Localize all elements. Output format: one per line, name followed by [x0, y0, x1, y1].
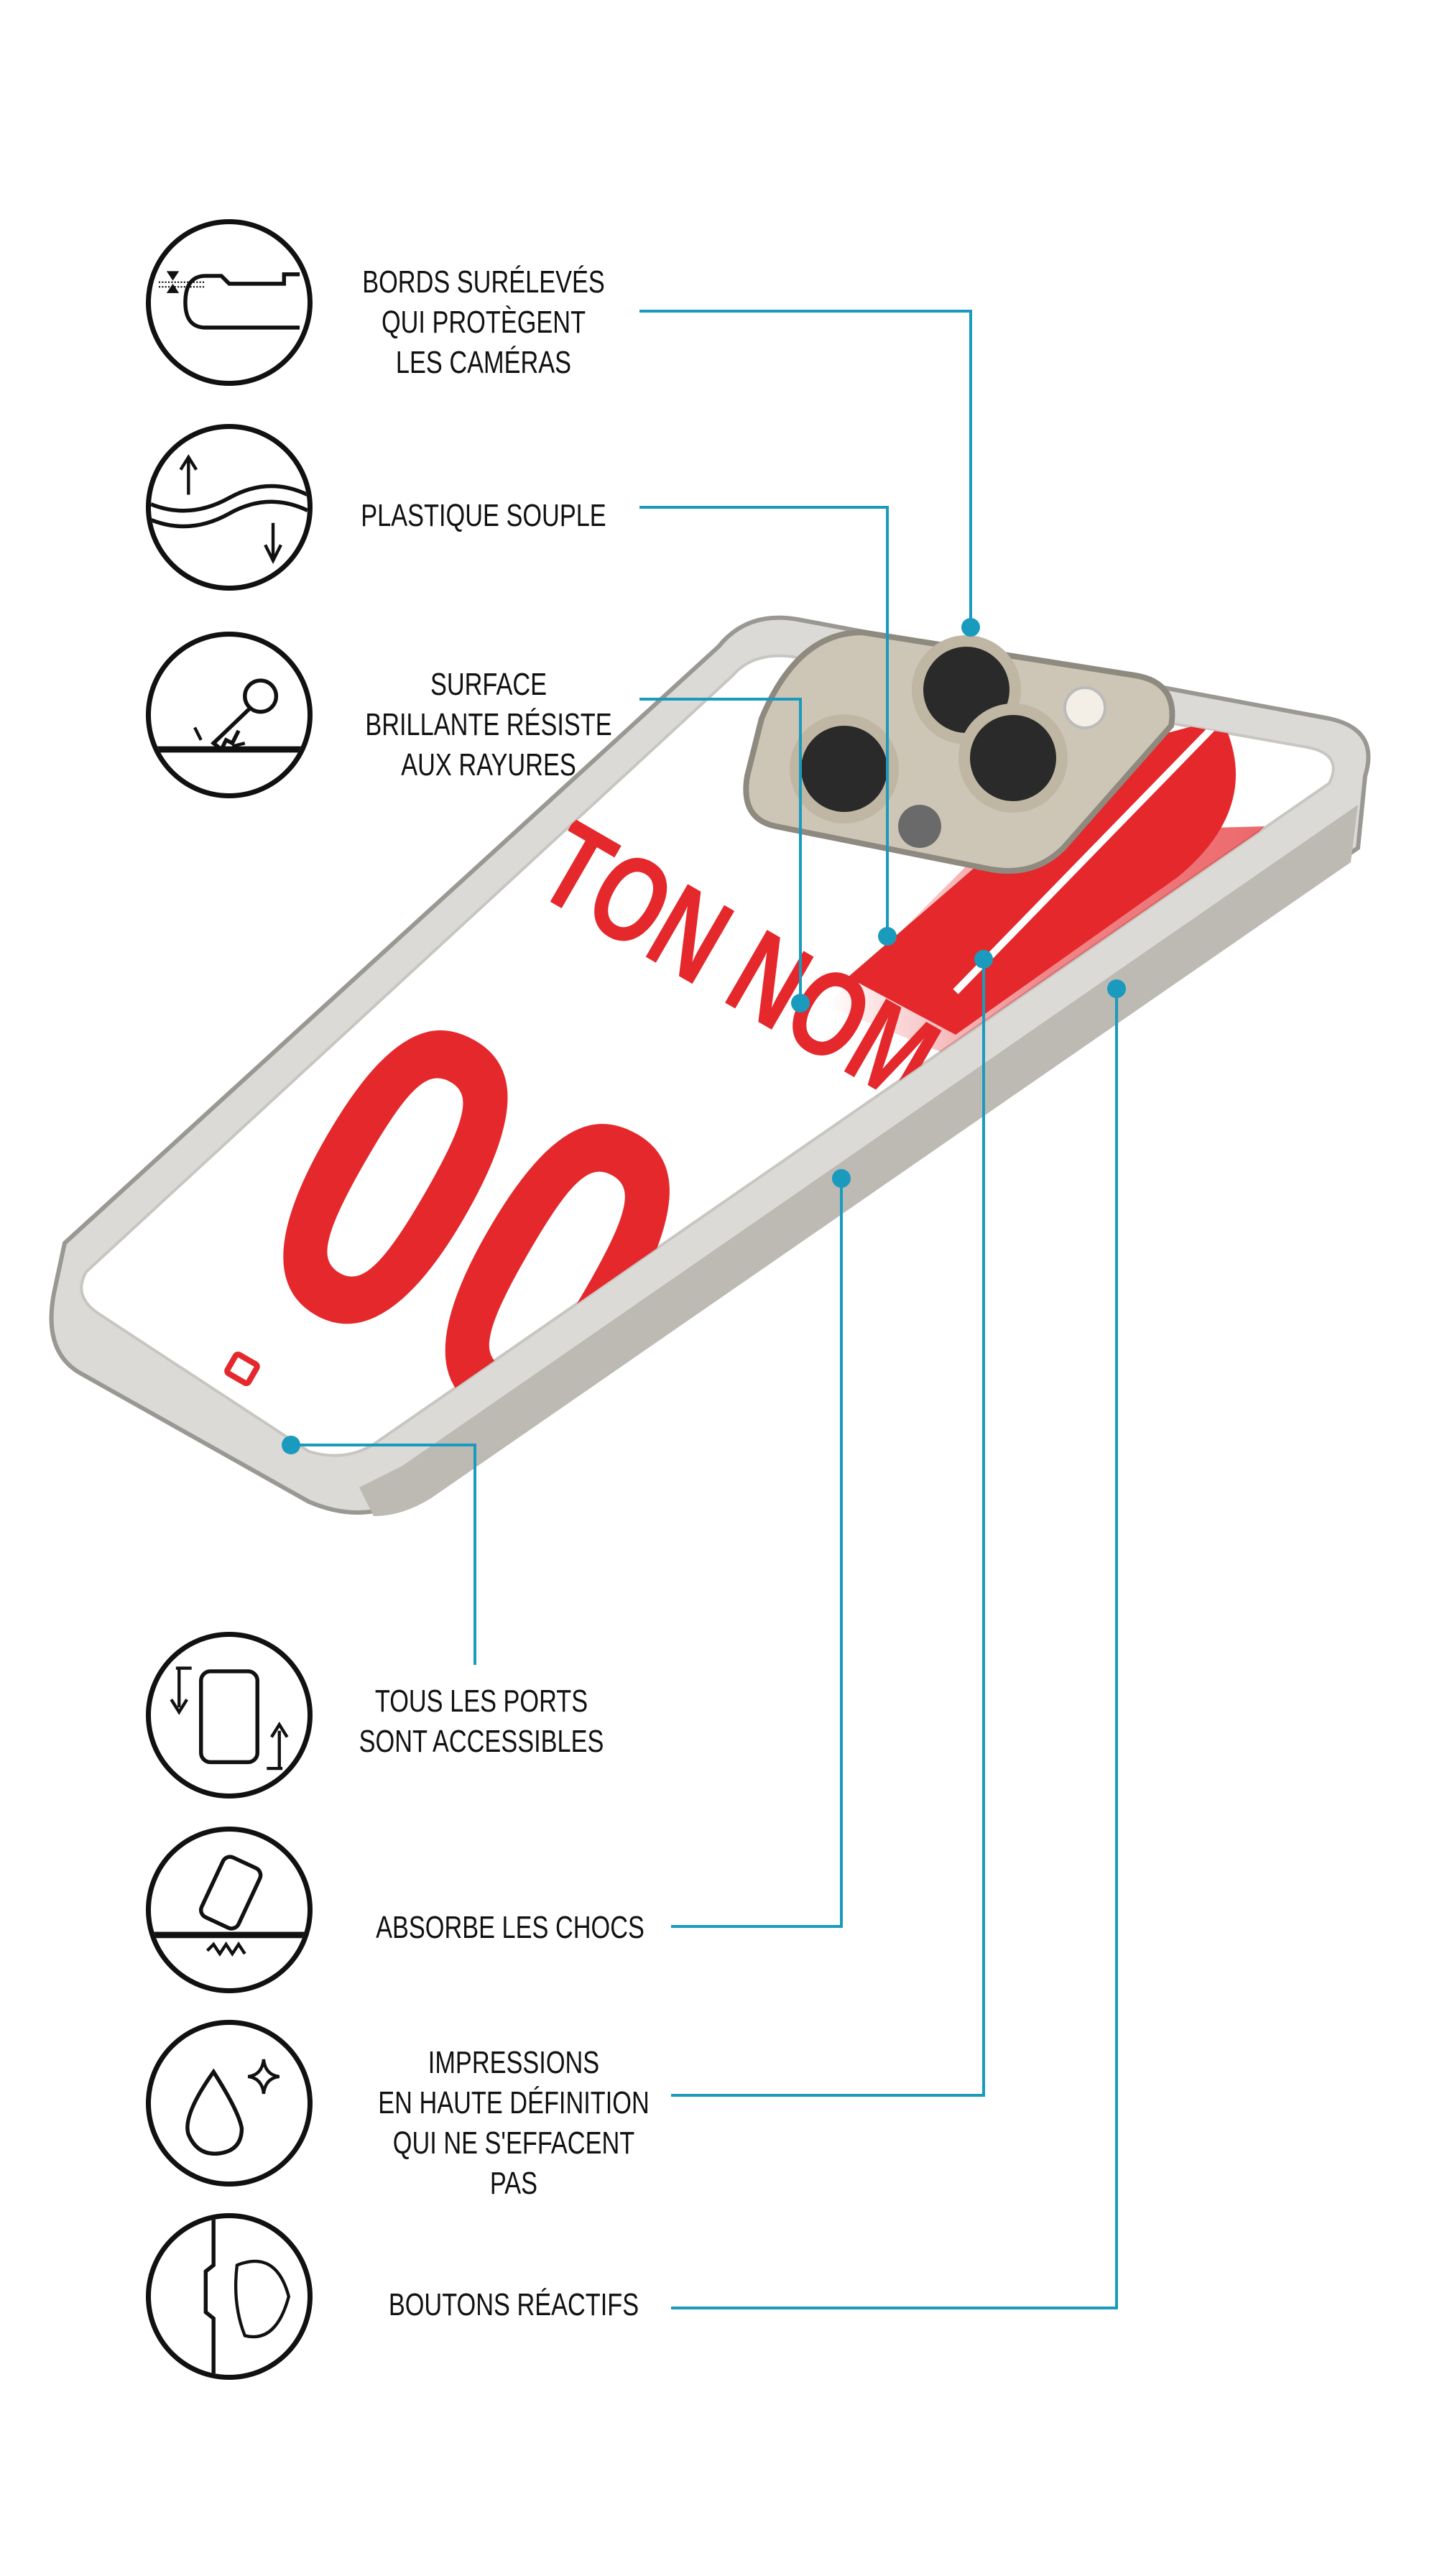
label-line: SURFACE — [430, 667, 547, 702]
label-line: PLASTIQUE SOUPLE — [361, 498, 606, 533]
camera-flash — [1063, 686, 1106, 729]
raised-edge-icon — [146, 219, 313, 386]
water-drop-sparkle-icon — [146, 2020, 313, 2187]
lidar-sensor — [898, 805, 941, 848]
phone-rotate-icon — [146, 1632, 313, 1799]
feature-label-soft-plastic: PLASTIQUE SOUPLE — [338, 496, 629, 536]
label-line: BORDS SURÉLEVÉS — [362, 264, 605, 300]
feature-label-scratch-resistant: SURFACE BRILLANTE RÉSISTE AUX RAYURES — [343, 665, 634, 785]
feature-label-shock: ABSORBE LES CHOCS — [364, 1908, 656, 1948]
label-line: SONT ACCESSIBLES — [359, 1724, 604, 1759]
stripe-divider — [953, 716, 1224, 994]
label-line: TOUS LES PORTS — [374, 1684, 588, 1719]
camera-lens — [958, 703, 1068, 813]
label-line: BRILLANTE RÉSISTE — [365, 707, 612, 742]
label-line: AUX RAYURES — [401, 747, 576, 783]
feature-label-buttons: BOUTONS RÉACTIFS — [368, 2285, 660, 2325]
feature-label-ports: TOUS LES PORTS SONT ACCESSIBLES — [336, 1681, 627, 1762]
feature-label-hd-print: IMPRESSIONS EN HAUTE DÉFINITION QUI NE S'E… — [368, 2043, 660, 2204]
side-button-icon — [146, 2213, 313, 2380]
label-line: EN HAUTE DÉFINITION — [378, 2085, 650, 2120]
label-line: QUI PROTÈGENT — [381, 305, 586, 340]
label-line: BOUTONS RÉACTIFS — [388, 2287, 639, 2322]
flexible-plastic-icon — [146, 424, 313, 591]
brand-logo — [224, 1351, 260, 1387]
label-line: LES CAMÉRAS — [395, 345, 572, 380]
feature-label-raised-edges: BORDS SURÉLEVÉS QUI PROTÈGENT LES CAMÉRAS — [338, 262, 629, 383]
label-line: IMPRESSIONS — [428, 2045, 600, 2080]
phone-drop-icon — [146, 1827, 313, 1993]
label-line: ABSORBE LES CHOCS — [376, 1910, 644, 1945]
label-line: QUI NE S'EFFACENT PAS — [392, 2125, 635, 2201]
key-scratch-icon — [146, 632, 313, 798]
camera-lens — [790, 714, 899, 823]
